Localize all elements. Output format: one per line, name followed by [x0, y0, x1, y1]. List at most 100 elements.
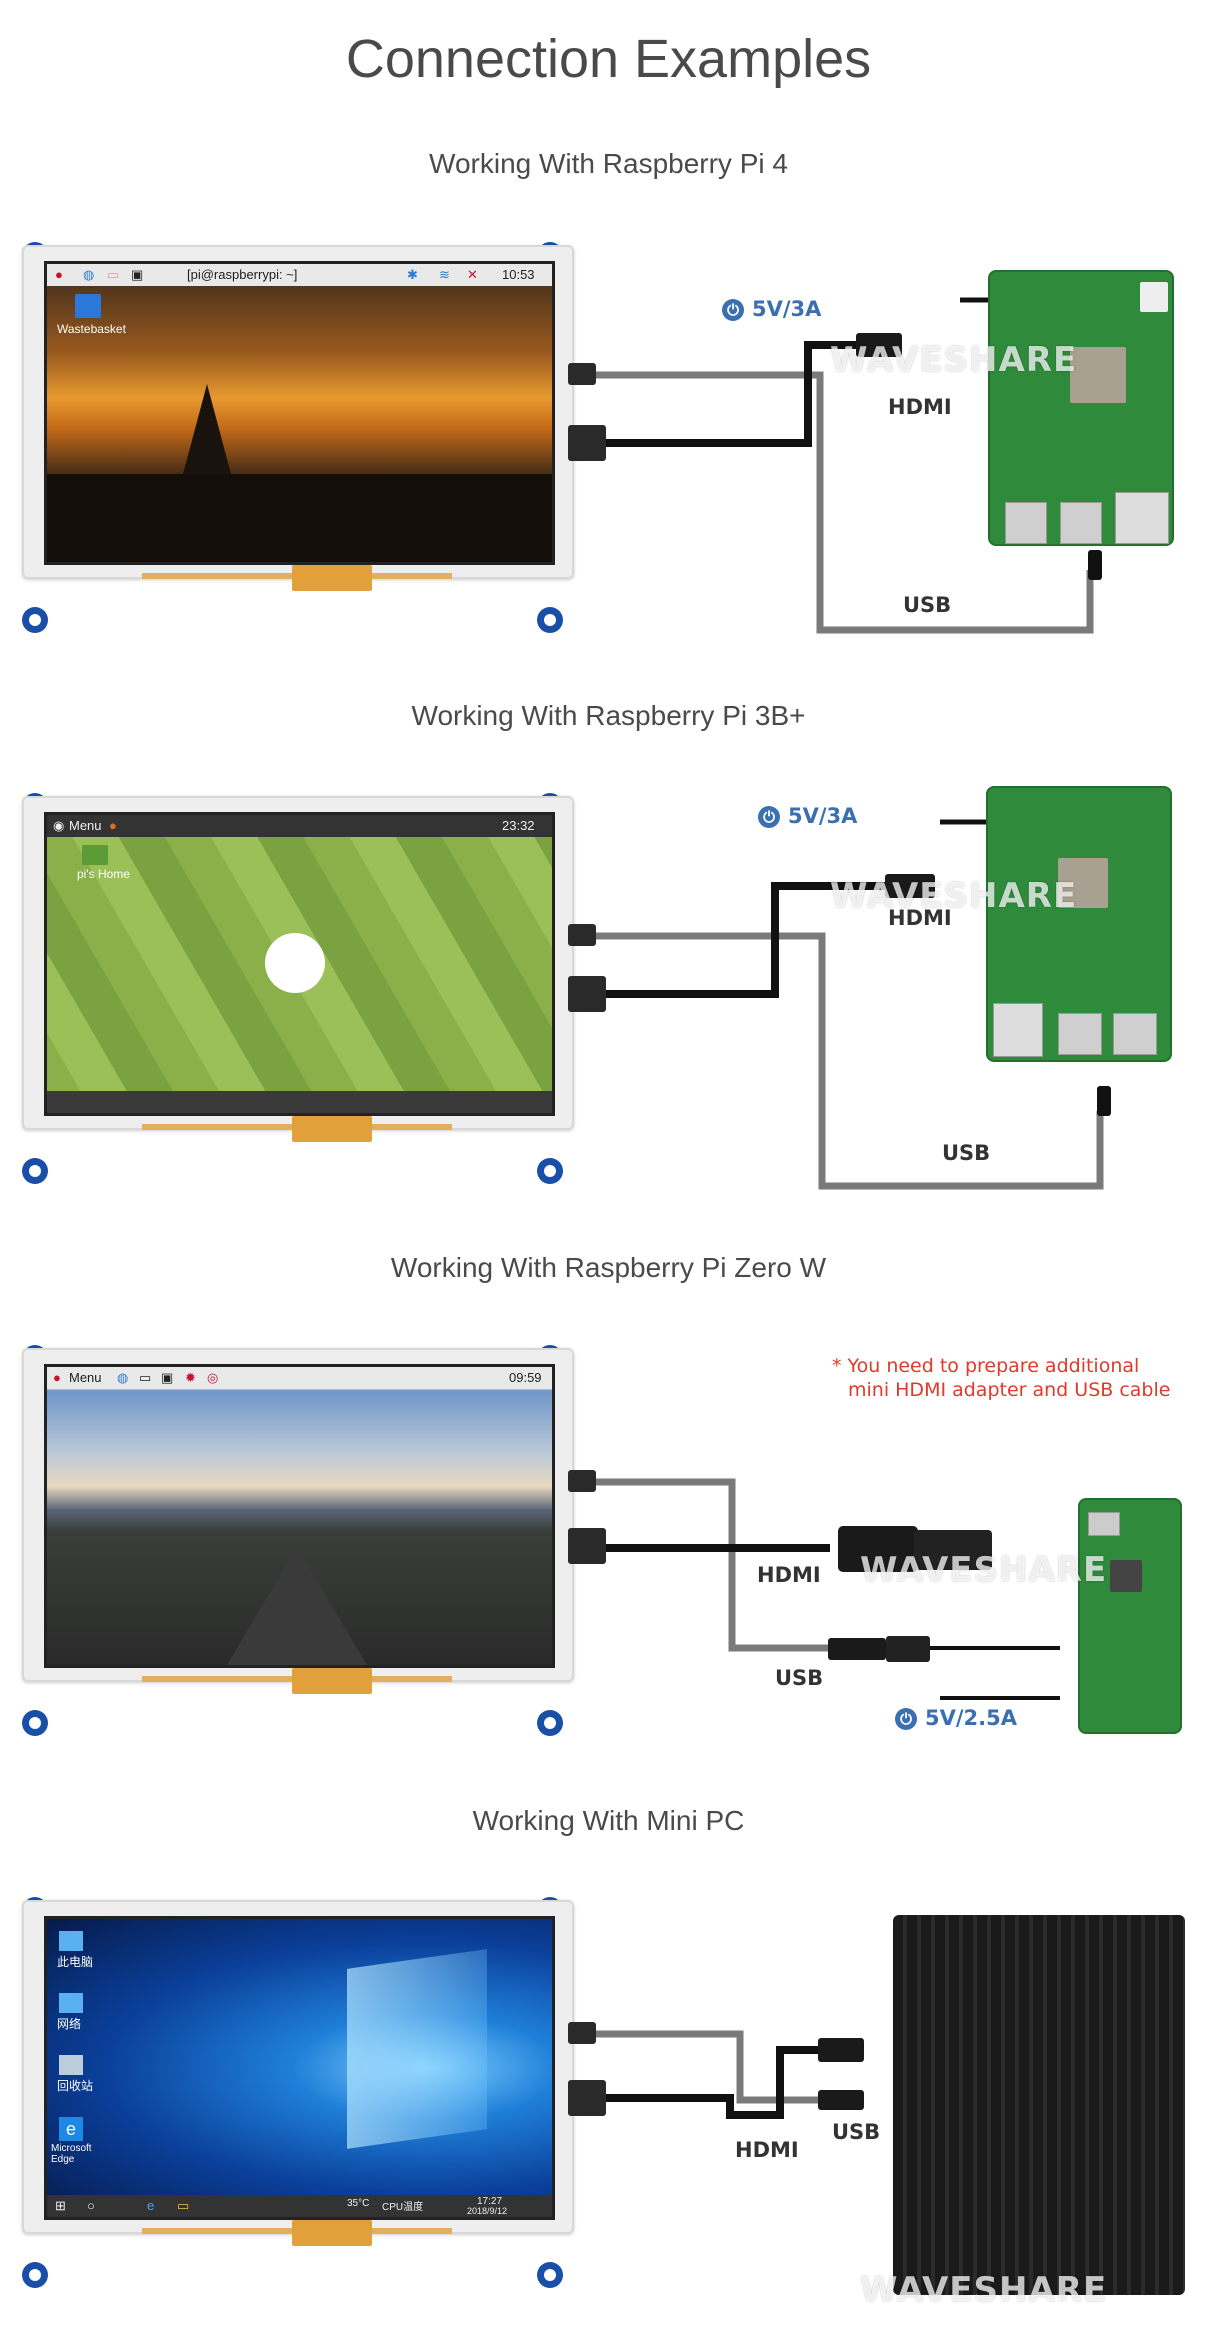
lcd-screen: ● ◍ ▭ ▣ [pi@raspberrypi: ~] ✱ ≋ ✕ 10:53 …	[44, 261, 555, 565]
desktop-icon-label: 回收站	[57, 2079, 94, 2093]
scene-pizero: ● Menu ◍ ▭ ▣ ✹ ◎ 09:59	[0, 1318, 1217, 1748]
start-icon: ⊞	[55, 2198, 66, 2213]
cable-diagram	[568, 1470, 1060, 1700]
taskbar-window: [pi@raspberrypi: ~]	[187, 267, 298, 282]
globe-icon: ◍	[117, 1370, 129, 1385]
desktop-icon-label: Microsoft Edge	[51, 2143, 92, 2165]
help-icon: ◎	[207, 1370, 219, 1385]
computer-icon	[59, 1931, 83, 1951]
ground	[47, 474, 552, 562]
lcd-frame: ● ◍ ▭ ▣ [pi@raspberrypi: ~] ✱ ≋ ✕ 10:53 …	[22, 245, 574, 579]
flex-connector	[292, 565, 372, 591]
power-icon: ⏻	[758, 806, 780, 828]
mount-hole	[537, 607, 563, 633]
folder-icon: ▭	[107, 267, 120, 282]
bluetooth-icon: ✱	[407, 267, 418, 282]
soc-chip	[1070, 347, 1126, 403]
cable-diagram	[568, 819, 1111, 1190]
date: 2018/9/12	[467, 2206, 508, 2216]
edge-icon: e	[59, 2117, 83, 2141]
mount-hole	[22, 607, 48, 633]
section-heading-pi3b: Working With Raspberry Pi 3B+	[411, 700, 806, 731]
lcd-frame: ● Menu ◍ ▭ ▣ ✹ ◎ 09:59	[22, 1348, 574, 1682]
power-icon: ⏻	[722, 299, 744, 321]
power-label: ⏻5V/2.5A	[895, 1706, 1017, 1730]
mount-hole	[22, 1158, 48, 1184]
usb-port	[1058, 1013, 1102, 1055]
clock: 23:32	[502, 818, 535, 833]
terminal-icon: ▣	[131, 267, 144, 282]
mount-hole	[22, 2262, 48, 2288]
raspberry-icon: ●	[53, 1370, 61, 1385]
soc-chip	[1058, 858, 1108, 908]
hdmi-label: HDMI	[757, 1563, 821, 1587]
page-title: Connection Examples	[345, 29, 872, 89]
usb-port	[1113, 1013, 1157, 1055]
section-heading-pizero: Working With Raspberry Pi Zero W	[390, 1252, 827, 1283]
usb-port	[1005, 502, 1047, 544]
raspberry-icon: ●	[55, 267, 63, 282]
raspberry-pi-zero-board	[1078, 1498, 1182, 1734]
cable-diagram	[568, 2022, 864, 2119]
home-folder-icon	[82, 845, 108, 865]
lcd-screen: 此电脑 网络 回收站 e Microsoft Edge ⊞ ○ e ▭ 35°C…	[44, 1916, 555, 2220]
lcd-frame: 此电脑 网络 回收站 e Microsoft Edge ⊞ ○ e ▭ 35°C…	[22, 1900, 574, 2234]
raspberry-pi-3b-board	[986, 786, 1172, 1062]
mini-pc	[893, 1915, 1185, 2295]
scene-minipc: 此电脑 网络 回收站 e Microsoft Edge ⊞ ○ e ▭ 35°C…	[0, 1870, 1217, 2310]
ethernet-port	[993, 1003, 1043, 1057]
section-heading-minipc: Working With Mini PC	[472, 1805, 745, 1836]
firefox-icon: ●	[109, 818, 117, 833]
flex-connector	[292, 2220, 372, 2246]
desktop-icon-label: 此电脑	[57, 1955, 94, 1969]
network-icon	[59, 1993, 83, 2013]
lcd-monitor: 此电脑 网络 回收站 e Microsoft Edge ⊞ ○ e ▭ 35°C…	[22, 1870, 574, 2288]
usb-label: USB	[903, 593, 952, 617]
lcd-screen: ◉ Menu ● 23:32 pi's Home	[44, 812, 555, 1116]
note-line-2: mini HDMI adapter and USB cable	[848, 1379, 1171, 1401]
lcd-screen: ● Menu ◍ ▭ ▣ ✹ ◎ 09:59	[44, 1364, 555, 1668]
power-icon: ⏻	[895, 1708, 917, 1730]
watermark: WAVESHARE	[830, 340, 1078, 380]
menu-label: Menu	[69, 1370, 102, 1385]
desktop-icon-label: pi's Home	[77, 867, 130, 881]
watermark: WAVESHARE	[860, 1550, 1108, 1590]
recycle-bin-icon	[59, 2055, 83, 2075]
power-value: 5V/3A	[788, 804, 858, 828]
clock: 17:27	[477, 2196, 503, 2207]
wastebasket-icon	[75, 294, 101, 318]
windows-logo	[347, 1949, 487, 2149]
scene-pi4: ● ◍ ▭ ▣ [pi@raspberrypi: ~] ✱ ≋ ✕ 10:53 …	[0, 215, 1217, 645]
hdmi-label: HDMI	[888, 906, 952, 930]
taskbar: ● Menu ◍ ▭ ▣ ✹ ◎ 09:59	[47, 1367, 552, 1389]
soc-chip	[1110, 1560, 1142, 1592]
lcd-monitor: ● ◍ ▭ ▣ [pi@raspberrypi: ~] ✱ ≋ ✕ 10:53 …	[22, 215, 574, 633]
lcd-frame: ◉ Menu ● 23:32 pi's Home	[22, 796, 574, 1130]
desktop-icon-label: Wastebasket	[57, 322, 126, 336]
mount-hole	[537, 1158, 563, 1184]
lcd-monitor: ● Menu ◍ ▭ ▣ ✹ ◎ 09:59	[22, 1318, 574, 1736]
sd-slot	[1088, 1512, 1120, 1536]
lcd-monitor: ◉ Menu ● 23:32 pi's Home	[22, 766, 574, 1184]
volume-icon: ✕	[467, 267, 478, 282]
settings-icon: ✹	[185, 1370, 196, 1385]
taskbar: ● ◍ ▭ ▣ [pi@raspberrypi: ~] ✱ ≋ ✕ 10:53	[47, 264, 552, 286]
mount-hole	[537, 1710, 563, 1736]
cpu-label: CPU温度	[382, 2202, 424, 2213]
folder-icon: ▭	[139, 1370, 152, 1385]
flex-connector	[292, 1668, 372, 1694]
taskbar: ◉ Menu ● 23:32	[47, 815, 552, 837]
clock: 10:53	[502, 267, 535, 282]
search-icon: ○	[87, 2198, 95, 2213]
power-value: 5V/3A	[752, 297, 822, 321]
watermark: WAVESHARE	[860, 2270, 1108, 2310]
mount-hole	[537, 2262, 563, 2288]
mount-hole	[22, 1710, 48, 1736]
flex-connector	[292, 1116, 372, 1142]
road	[227, 1547, 367, 1665]
ubuntu-mate-logo	[265, 933, 325, 993]
desktop-icon-label: 网络	[57, 2017, 82, 2031]
raspberry-pi-4-board	[988, 270, 1174, 546]
menu-icon: ◉	[53, 818, 65, 833]
edge-taskbar-icon: e	[147, 2198, 155, 2213]
